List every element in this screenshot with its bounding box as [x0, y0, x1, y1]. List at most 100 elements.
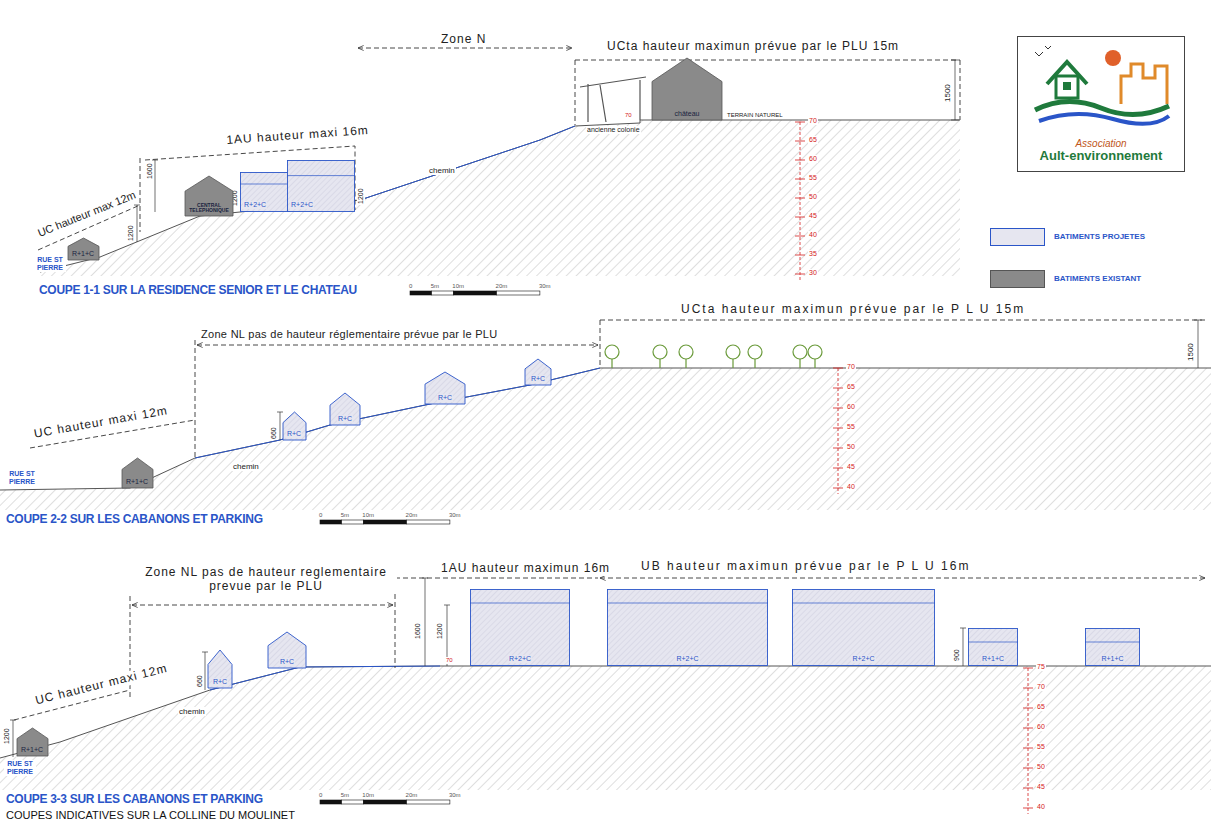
zone-limit	[197, 345, 598, 346]
section-label: 1AU hauteur maximun 16m	[440, 562, 611, 576]
section-label: 0	[408, 283, 413, 290]
section-label: COUPE 3-3 SUR LES CABANONS ET PARKING	[5, 793, 264, 807]
section-label: 10m	[361, 512, 375, 519]
building-outline	[425, 372, 465, 404]
section-label: UCta hauteur maximun prévue par le P L U…	[680, 303, 1026, 317]
elevation-ruler	[1023, 788, 1033, 789]
elevation-mark: 50	[846, 443, 856, 451]
ground-hatch	[0, 368, 1211, 510]
section-label: 1AU hauteur maxi 16m	[225, 124, 370, 148]
section-label: COUPE 2-2 SUR LES CABANONS ET PARKING	[5, 513, 264, 527]
elevation-mark: 50	[808, 193, 818, 201]
building-outline	[652, 58, 722, 120]
scale-bar	[432, 291, 454, 295]
elevation-mark: 45	[846, 463, 856, 471]
existing-building: CENTRAL TELEPHONIQUE	[185, 176, 233, 216]
elevation-mark: 40	[1036, 803, 1046, 811]
building-outline	[425, 372, 465, 404]
section-label: 0	[318, 792, 323, 799]
building-outline	[793, 590, 935, 666]
elevation-mark: 65	[808, 136, 818, 144]
elevation-ruler	[1023, 728, 1033, 729]
elevation-ruler	[795, 122, 1033, 814]
legend-swatch	[990, 270, 1045, 288]
elevation-mark: 70	[1036, 683, 1046, 691]
building-outline	[240, 184, 290, 185]
section-label: RUE ST PIERRE	[34, 256, 66, 272]
building-label: R+C	[212, 678, 228, 686]
building-label: R+C	[279, 658, 295, 666]
tree	[793, 345, 807, 359]
building-outline	[793, 590, 935, 666]
section-label: 30m	[448, 792, 462, 799]
dimension-value: 1200	[357, 187, 365, 205]
elevation-ruler	[795, 274, 805, 275]
elevation-mark: 40	[808, 231, 818, 239]
section-label: COUPE 1-1 SUR LA RESIDENCE SENIOR ET LE …	[38, 284, 358, 298]
building-outline	[969, 629, 1018, 666]
building-outline	[330, 393, 360, 425]
scale-bar	[320, 291, 540, 804]
building-outline	[122, 458, 153, 488]
existing-building: R+1+C	[17, 728, 48, 756]
elevation-ruler	[795, 160, 805, 161]
projected-building: R+1+C	[968, 628, 1018, 666]
building-outline	[1018, 37, 1185, 172]
ground-hatch	[0, 666, 1211, 758]
building-label: R+2+C	[290, 201, 314, 209]
building-label: R+2+C	[243, 201, 267, 209]
tree	[605, 345, 822, 368]
dimension-value: 1600	[414, 622, 422, 640]
old-colony-pergola	[580, 77, 646, 122]
section-label: 10m	[451, 283, 465, 290]
building-label: R+2+C	[851, 655, 875, 663]
elevation-ruler	[1023, 808, 1033, 809]
elevation-mark: 75	[1036, 663, 1046, 671]
building-outline	[288, 161, 355, 212]
ground-hatch	[0, 666, 1211, 790]
dimension-value: 1200	[436, 622, 444, 640]
zone-limit	[30, 320, 1205, 458]
projected-building: R+C	[283, 412, 306, 440]
scale-bar	[453, 291, 496, 295]
section-label: 20m	[405, 512, 419, 519]
section-label: Zone N	[440, 33, 487, 47]
scale-bar	[407, 800, 450, 804]
elevation-ruler	[1023, 768, 1033, 769]
elevation-mark: 35	[808, 250, 818, 258]
building-outline	[607, 603, 768, 604]
dimension-value: 1600	[146, 162, 154, 180]
building-label: R+C	[337, 415, 353, 423]
building-label: R+2+C	[508, 655, 532, 663]
caption: COUPES INDICATIVES SUR LA COLLINE DU MOU…	[5, 809, 296, 822]
ground-hatch	[360, 126, 575, 200]
building-outline	[1063, 82, 1071, 90]
building-outline	[525, 359, 551, 385]
scale-bar	[410, 291, 432, 295]
dimension-line	[10, 578, 966, 757]
building-outline	[241, 173, 290, 212]
dimension-value: 1200	[3, 727, 11, 745]
dimension-value: 900	[953, 648, 961, 662]
old-colony-pergola	[580, 77, 646, 122]
dimension-value: 660	[270, 426, 278, 440]
building-outline	[288, 161, 355, 212]
elevation-mark: 65	[1036, 703, 1046, 711]
elevation-ruler	[1023, 668, 1033, 669]
projected-building: R+2+C	[240, 172, 290, 212]
projected-building: R+C	[268, 632, 306, 668]
elevation-mark: 45	[808, 212, 818, 220]
section-label: RUE ST PIERRE	[6, 470, 38, 486]
logo-subtitle: Association	[1074, 138, 1127, 150]
zone-limit	[600, 578, 1205, 579]
ground-hatch	[40, 120, 960, 276]
building-label: R+1+C	[125, 478, 149, 486]
projected-building: R+C	[525, 359, 551, 385]
elevation-mark: 30	[808, 269, 818, 277]
elevation-mark: 50	[1036, 763, 1046, 771]
elevation-ruler	[795, 141, 805, 142]
elevation-mark: 60	[808, 155, 818, 163]
building-label: château	[674, 110, 701, 118]
tree	[653, 345, 667, 359]
